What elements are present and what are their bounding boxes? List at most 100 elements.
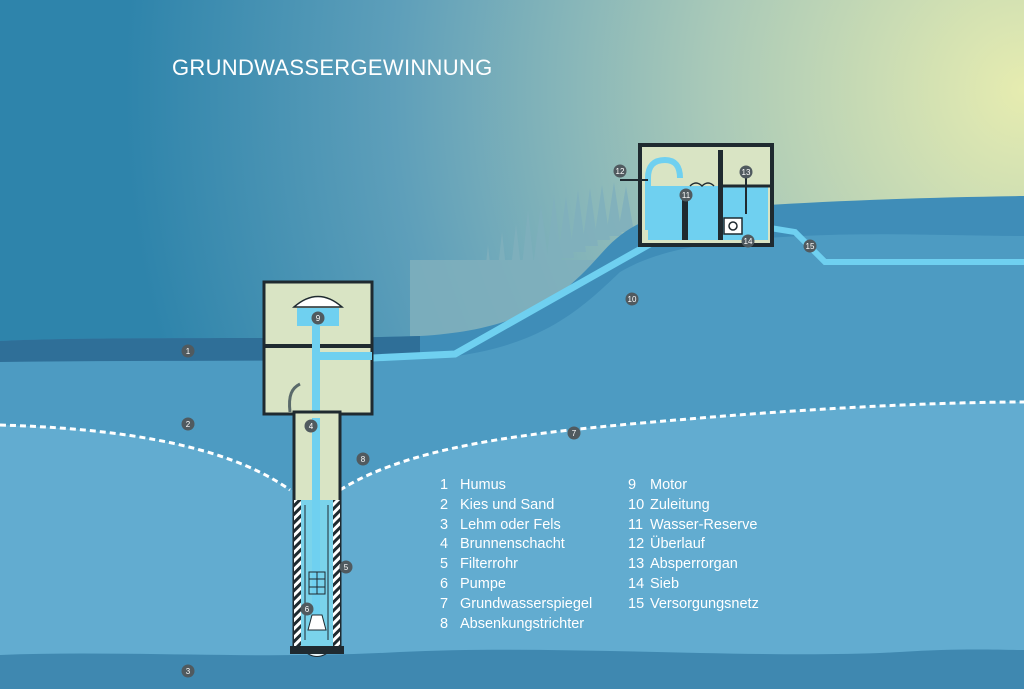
marker-circle bbox=[356, 452, 370, 466]
marker-8: 8 bbox=[356, 452, 370, 466]
marker-label: 11 bbox=[682, 191, 691, 200]
marker-label: 6 bbox=[305, 605, 310, 614]
legend-label: Kies und Sand bbox=[460, 496, 555, 513]
legend-label: Humus bbox=[460, 477, 506, 493]
legend-number: 11 bbox=[628, 516, 644, 533]
marker-circle bbox=[300, 602, 314, 616]
legend-number: 1 bbox=[440, 477, 449, 493]
marker-circle bbox=[739, 165, 753, 179]
marker-circle bbox=[181, 344, 195, 358]
legend-item: 7 Grundwasserspiegel bbox=[440, 595, 592, 615]
legend-item: 15 Versorgungsnetz bbox=[628, 595, 759, 615]
pump-house bbox=[262, 280, 374, 425]
legend-item: 5 Filterrohr bbox=[440, 555, 592, 575]
bedrock-layer bbox=[0, 649, 1024, 689]
legend-number: 6 bbox=[440, 575, 449, 592]
legend-right: 9 Motor 10 Zuleitung 11 Wasser-Reserve 12 Üb… bbox=[628, 476, 759, 615]
legend-label: Überlauf bbox=[650, 536, 705, 553]
marker-label: 14 bbox=[744, 237, 753, 246]
legend-label: Motor bbox=[650, 477, 688, 493]
marker-circle bbox=[311, 311, 325, 325]
diagram-title: GRUNDWASSERGEWINNUNG bbox=[172, 55, 493, 80]
well-shaft bbox=[290, 410, 344, 657]
marker-label: 5 bbox=[344, 563, 349, 572]
legend-label: Lehm oder Fels bbox=[460, 516, 561, 533]
marker-circle bbox=[181, 417, 195, 431]
marker-1: 1 bbox=[181, 344, 195, 358]
marker-9: 9 bbox=[311, 311, 325, 325]
legend-number: 12 bbox=[628, 536, 645, 553]
marker-12: 12 bbox=[613, 164, 627, 178]
marker-13: 13 bbox=[739, 165, 753, 179]
legend-number: 8 bbox=[440, 615, 449, 632]
legend-item: 10 Zuleitung bbox=[628, 496, 759, 516]
legend-label: Brunnenschacht bbox=[460, 536, 565, 553]
legend-number: 13 bbox=[628, 556, 645, 573]
legend-number: 15 bbox=[628, 595, 645, 612]
marker-circle bbox=[339, 560, 353, 574]
legend-label: Wasser-Reserve bbox=[650, 516, 758, 533]
legend-item: 11 Wasser-Reserve bbox=[628, 516, 759, 536]
legend-number: 2 bbox=[440, 496, 449, 513]
legend-number: 5 bbox=[440, 556, 449, 573]
marker-label: 13 bbox=[742, 168, 751, 177]
marker-4: 4 bbox=[304, 419, 318, 433]
legend-label: Grundwasserspiegel bbox=[460, 595, 593, 612]
legend-label: Absperrorgan bbox=[650, 556, 738, 573]
marker-3: 3 bbox=[181, 664, 195, 678]
marker-6: 6 bbox=[300, 602, 314, 616]
marker-circle bbox=[679, 188, 693, 202]
marker-label: 12 bbox=[616, 167, 625, 176]
legend-item: 6 Pumpe bbox=[440, 575, 592, 595]
marker-label: 1 bbox=[186, 347, 191, 356]
marker-circle bbox=[613, 164, 627, 178]
marker-circle bbox=[567, 426, 581, 440]
marker-label: 9 bbox=[316, 314, 321, 323]
marker-label: 2 bbox=[186, 420, 191, 429]
marker-label: 10 bbox=[628, 295, 637, 304]
legend-label: Filterrohr bbox=[460, 556, 519, 573]
marker-15: 15 bbox=[803, 239, 817, 253]
marker-11: 11 bbox=[679, 188, 693, 202]
legend-number: 7 bbox=[440, 595, 449, 612]
marker-2: 2 bbox=[181, 417, 195, 431]
marker-circle bbox=[803, 239, 817, 253]
legend-label: Sieb bbox=[650, 575, 680, 592]
legend-label: Pumpe bbox=[460, 575, 506, 592]
marker-14: 14 bbox=[741, 234, 755, 248]
legend-item: 12 Überlauf bbox=[628, 535, 759, 555]
marker-label: 3 bbox=[186, 667, 191, 676]
legend-number: 9 bbox=[628, 477, 637, 493]
legend-item: 14 Sieb bbox=[628, 575, 759, 595]
marker-circle bbox=[181, 664, 195, 678]
sand-layer bbox=[0, 402, 1024, 689]
marker-circle bbox=[741, 234, 755, 248]
marker-label: 8 bbox=[361, 455, 366, 464]
legend-label: Versorgungsnetz bbox=[650, 595, 759, 612]
legend-label: Absenkungstrichter bbox=[460, 615, 585, 632]
marker-label: 4 bbox=[309, 422, 314, 431]
marker-label: 7 bbox=[572, 429, 577, 438]
marker-circle bbox=[625, 292, 639, 306]
groundwater-level-line-right bbox=[339, 400, 1024, 492]
reservoir-building bbox=[620, 143, 774, 247]
legend-number: 3 bbox=[440, 516, 449, 533]
legend-item: 9 Motor bbox=[628, 476, 759, 496]
marker-label: 15 bbox=[806, 242, 815, 251]
legend-number: 14 bbox=[628, 575, 645, 592]
legend-item: 3 Lehm oder Fels bbox=[440, 516, 592, 536]
legend-item: 13 Absperrorgan bbox=[628, 555, 759, 575]
legend-item: 8 Absenkungstrichter bbox=[440, 615, 592, 635]
marker-circle bbox=[304, 419, 318, 433]
legend-item: 4 Brunnenschacht bbox=[440, 535, 592, 555]
legend-number: 10 bbox=[628, 496, 645, 513]
legend-item: 2 Kies und Sand bbox=[440, 496, 592, 516]
legend-label: Zuleitung bbox=[650, 496, 710, 513]
legend-number: 4 bbox=[440, 536, 449, 553]
legend-item: 1 Humus bbox=[440, 476, 592, 496]
marker-7: 7 bbox=[567, 426, 581, 440]
